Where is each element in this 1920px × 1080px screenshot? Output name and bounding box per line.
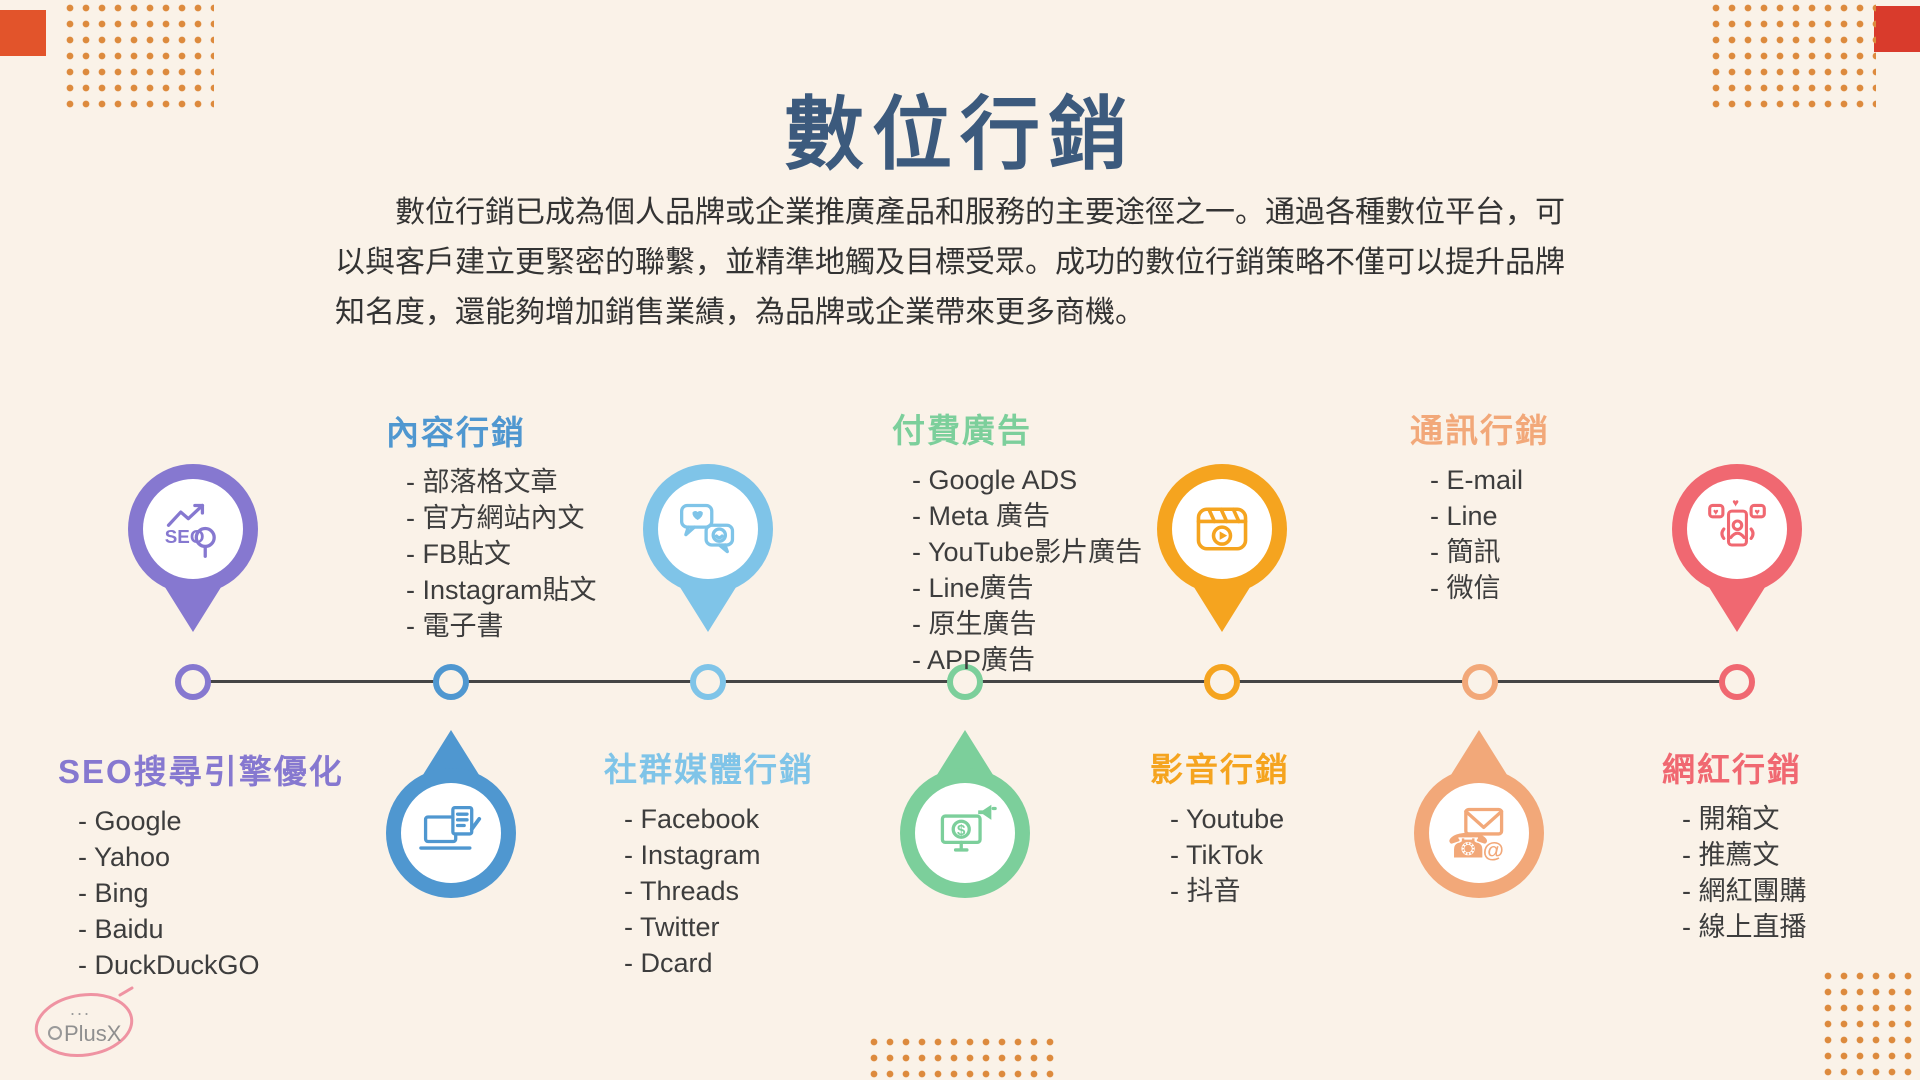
- plusx-logo-text: PlusX: [64, 1021, 122, 1046]
- list-item: - FB貼文: [406, 539, 511, 569]
- list-item: - 網紅團購: [1682, 876, 1807, 906]
- list-item: - 抖音: [1170, 876, 1241, 906]
- list-item: - TikTok: [1170, 840, 1264, 870]
- list-item: - 官方網站內文: [406, 503, 585, 533]
- category-messaging: 通訊行銷 - E-mail - Line - 簡訊 - 微信: [1410, 404, 1550, 606]
- category-title-content: 內容行銷: [386, 414, 526, 451]
- list-item: - E-mail: [1430, 465, 1523, 495]
- timeline-node-seo: [175, 664, 211, 700]
- seo-magnifier-icon: SEO: [165, 503, 216, 558]
- pin-content: [386, 730, 516, 898]
- svg-text:♥: ♥: [1713, 506, 1719, 517]
- svg-text:$: $: [957, 822, 966, 839]
- category-title-video: 影音行銷: [1150, 751, 1290, 788]
- chat-bubbles-icon: [680, 503, 735, 554]
- list-item: - Google: [78, 806, 182, 836]
- svg-text:♥: ♥: [1754, 506, 1760, 517]
- category-title-messaging: 通訊行銷: [1410, 412, 1550, 449]
- list-item: - Instagram: [624, 840, 761, 870]
- dots-pattern-bottom-center: [866, 1034, 1058, 1080]
- list-item: - 開箱文: [1682, 804, 1780, 834]
- list-item: - Baidu: [78, 914, 164, 944]
- timeline-node-social: [690, 664, 726, 700]
- list-item: - 部落格文章: [406, 467, 558, 497]
- page-title: 數位行銷: [784, 87, 1136, 181]
- list-item: - Meta 廣告: [912, 501, 1051, 531]
- category-list-social: - Facebook - Instagram - Threads - Twitt…: [604, 801, 814, 981]
- list-item: - Google ADS: [912, 465, 1078, 495]
- category-list-influencer: - 開箱文 - 推薦文 - 網紅團購 - 線上直播: [1662, 801, 1807, 945]
- timeline-node-video: [1204, 664, 1240, 700]
- category-list-seo: - Google - Yahoo - Bing - Baidu - DuckDu…: [58, 803, 344, 983]
- monitor-ads-icon: $: [940, 804, 997, 852]
- list-item: - Youtube: [1170, 804, 1285, 834]
- list-item: - Twitter: [624, 912, 720, 942]
- category-title-seo: SEO搜尋引擎優化: [58, 753, 344, 790]
- dots-pattern-top-right: [1708, 0, 1876, 116]
- clapperboard-play-icon: [1196, 507, 1248, 551]
- influencer-phone-icon: ♥ ♥ ♥: [1708, 497, 1766, 547]
- corner-square-top-right: [1874, 6, 1920, 52]
- intro-paragraph: 數位行銷已成為個人品牌或企業推廣產品和服務的主要途徑之一。通過各種數位平台，可以…: [335, 196, 1565, 330]
- category-title-social: 社群媒體行銷: [604, 751, 814, 788]
- svg-text:♥: ♥: [1732, 497, 1739, 509]
- pin-video: [1157, 464, 1287, 632]
- list-item: - Line: [1430, 501, 1498, 531]
- category-list-video: - Youtube - TikTok - 抖音: [1150, 801, 1290, 909]
- category-seo: SEO搜尋引擎優化 - Google - Yahoo - Bing - Baid…: [58, 745, 344, 983]
- category-content: 內容行銷 - 部落格文章 - 官方網站內文 - FB貼文 - Instagram…: [386, 406, 597, 644]
- pin-influencer: ♥ ♥ ♥: [1672, 464, 1802, 632]
- timeline-node-messaging: [1462, 664, 1498, 700]
- list-item: - 電子書: [406, 611, 504, 641]
- list-item: - Facebook: [624, 804, 760, 834]
- list-item: - Instagram貼文: [406, 575, 597, 605]
- dots-pattern-bottom-right: [1820, 968, 1920, 1080]
- pin-social: [643, 464, 773, 632]
- list-item: - APP廣告: [912, 645, 1036, 675]
- laptop-writing-icon: [419, 805, 482, 850]
- timeline-node-content: [433, 664, 469, 700]
- list-item: - Threads: [624, 876, 740, 906]
- category-influencer: 網紅行銷 - 開箱文 - 推薦文 - 網紅團購 - 線上直播: [1662, 743, 1807, 945]
- category-title-ads: 付費廣告: [892, 412, 1032, 449]
- category-list-ads: - Google ADS - Meta 廣告 - YouTube影片廣告 - L…: [892, 462, 1142, 678]
- timeline-node-influencer: [1719, 664, 1755, 700]
- list-item: - 推薦文: [1682, 840, 1780, 870]
- pin-seo: SEO: [128, 464, 258, 632]
- pin-messaging: ☎ @: [1414, 730, 1544, 898]
- svg-text:SEO: SEO: [165, 526, 205, 547]
- phone-mail-icon: ☎ @: [1447, 807, 1504, 865]
- list-item: - 原生廣告: [912, 609, 1037, 639]
- plusx-logo-dots: ...: [70, 999, 91, 1019]
- list-item: - YouTube影片廣告: [912, 537, 1143, 567]
- svg-text:@: @: [1483, 837, 1504, 862]
- pin-ads: $: [900, 730, 1030, 898]
- plusx-logo-graphic: ... PlusX: [34, 986, 134, 1057]
- category-video: 影音行銷 - Youtube - TikTok - 抖音: [1150, 743, 1290, 909]
- plusx-logo: ... PlusX: [28, 981, 146, 1066]
- svg-text:☎: ☎: [1447, 827, 1489, 865]
- list-item: - Dcard: [624, 948, 713, 978]
- dots-pattern-top-left: [62, 0, 214, 116]
- list-item: - Line廣告: [912, 573, 1034, 603]
- list-item: - 線上直播: [1682, 912, 1807, 942]
- list-item: - 微信: [1430, 573, 1501, 603]
- category-list-messaging: - E-mail - Line - 簡訊 - 微信: [1410, 462, 1550, 606]
- category-ads: 付費廣告 - Google ADS - Meta 廣告 - YouTube影片廣…: [892, 404, 1142, 678]
- list-item: - Yahoo: [78, 842, 171, 872]
- timeline-node-ads: [947, 664, 983, 700]
- category-title-influencer: 網紅行銷: [1662, 751, 1802, 788]
- list-item: - 簡訊: [1430, 537, 1501, 567]
- list-item: - DuckDuckGO: [78, 950, 260, 980]
- category-list-content: - 部落格文章 - 官方網站內文 - FB貼文 - Instagram貼文 - …: [386, 464, 597, 644]
- list-item: - Bing: [78, 878, 149, 908]
- corner-square-top-left: [0, 10, 46, 56]
- category-social: 社群媒體行銷 - Facebook - Instagram - Threads …: [604, 743, 814, 981]
